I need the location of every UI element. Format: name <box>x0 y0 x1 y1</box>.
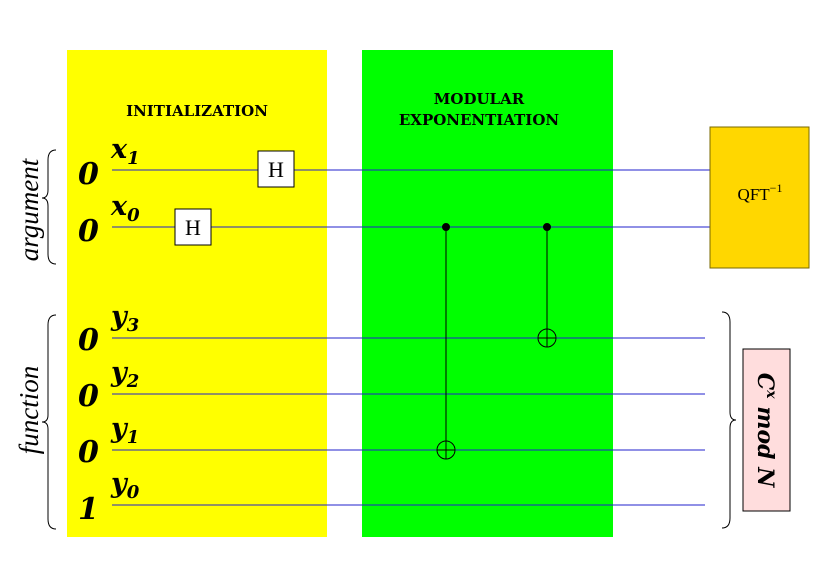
argument-brace <box>41 149 57 265</box>
qft-inverse-label: QFT−1 <box>738 181 783 204</box>
cnot-x0-to-y3 <box>537 223 557 348</box>
wires <box>112 169 710 506</box>
function-brace <box>41 314 57 530</box>
qubit-labels: 0 x1 0 x0 0 y3 0 y2 0 y1 1 y0 <box>78 134 140 527</box>
function-output-brace <box>721 311 737 529</box>
hadamard-gate-x0: H <box>174 208 212 246</box>
control-dot-2 <box>543 223 551 231</box>
modular-title-line1: MODULAR <box>434 90 525 108</box>
qubit-name-y0: y0 <box>110 468 140 503</box>
initialization-panel <box>67 50 327 537</box>
argument-label: argument <box>14 157 44 261</box>
init-value-y0: 1 <box>78 492 99 527</box>
qft-inverse-box: QFT−1 <box>709 126 810 269</box>
qubit-name-y2: y2 <box>110 357 139 392</box>
function-label: function <box>14 366 44 455</box>
init-value-x0: 0 <box>78 214 99 249</box>
modular-exponentiation-panel <box>362 50 613 537</box>
hadamard-gate-x1: H <box>257 150 295 188</box>
init-value-x1: 0 <box>78 157 99 192</box>
init-value-y1: 0 <box>78 435 99 470</box>
function-output-box: Cx mod N <box>742 348 791 512</box>
init-value-y3: 0 <box>78 323 99 358</box>
hadamard-label-x0: H <box>185 215 201 240</box>
control-dot-1 <box>442 223 450 231</box>
function-output-label: Cx mod N <box>752 373 779 489</box>
cnot-x0-to-y1 <box>436 223 456 460</box>
qubit-name-x0: x0 <box>110 191 140 226</box>
qubit-name-x1: x1 <box>110 134 140 169</box>
modular-title-line2: EXPONENTIATION <box>399 111 560 129</box>
qubit-name-y1: y1 <box>110 413 139 448</box>
initialization-title: INITIALIZATION <box>126 102 268 120</box>
init-value-y2: 0 <box>78 379 99 414</box>
hadamard-label-x1: H <box>268 157 284 182</box>
qubit-name-y3: y3 <box>110 301 139 336</box>
